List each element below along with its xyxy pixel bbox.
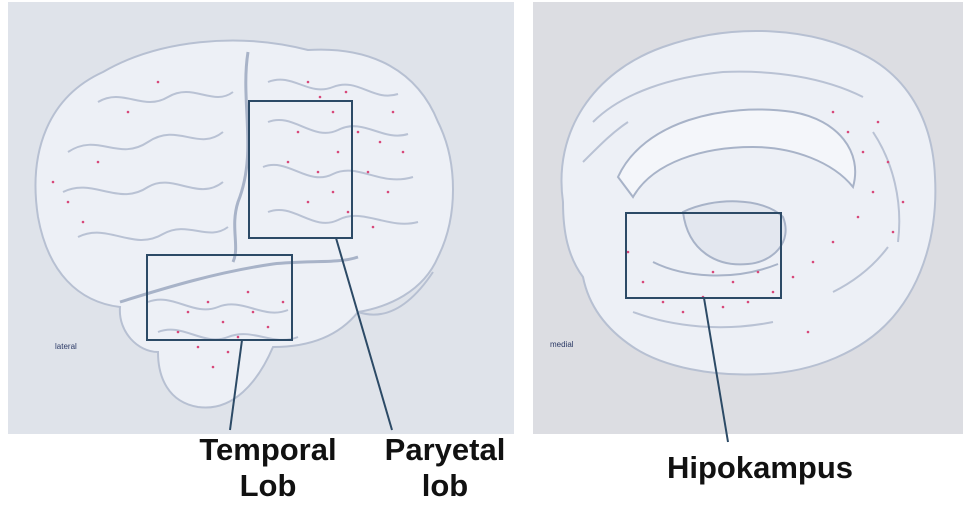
lateral-view-label: lateral	[55, 342, 77, 351]
temporal-lobe-label: Temporal Lob	[188, 432, 348, 504]
medial-brain-panel: medial	[533, 2, 963, 434]
medial-view-label: medial	[550, 340, 574, 349]
lateral-brain-panel: lateral	[8, 2, 514, 434]
parietal-lobe-label: Paryetal lob	[370, 432, 520, 504]
medial-brain-illustration	[533, 2, 963, 434]
lateral-brain-illustration	[8, 2, 514, 434]
hippocampus-label: Hipokampus	[660, 450, 860, 486]
